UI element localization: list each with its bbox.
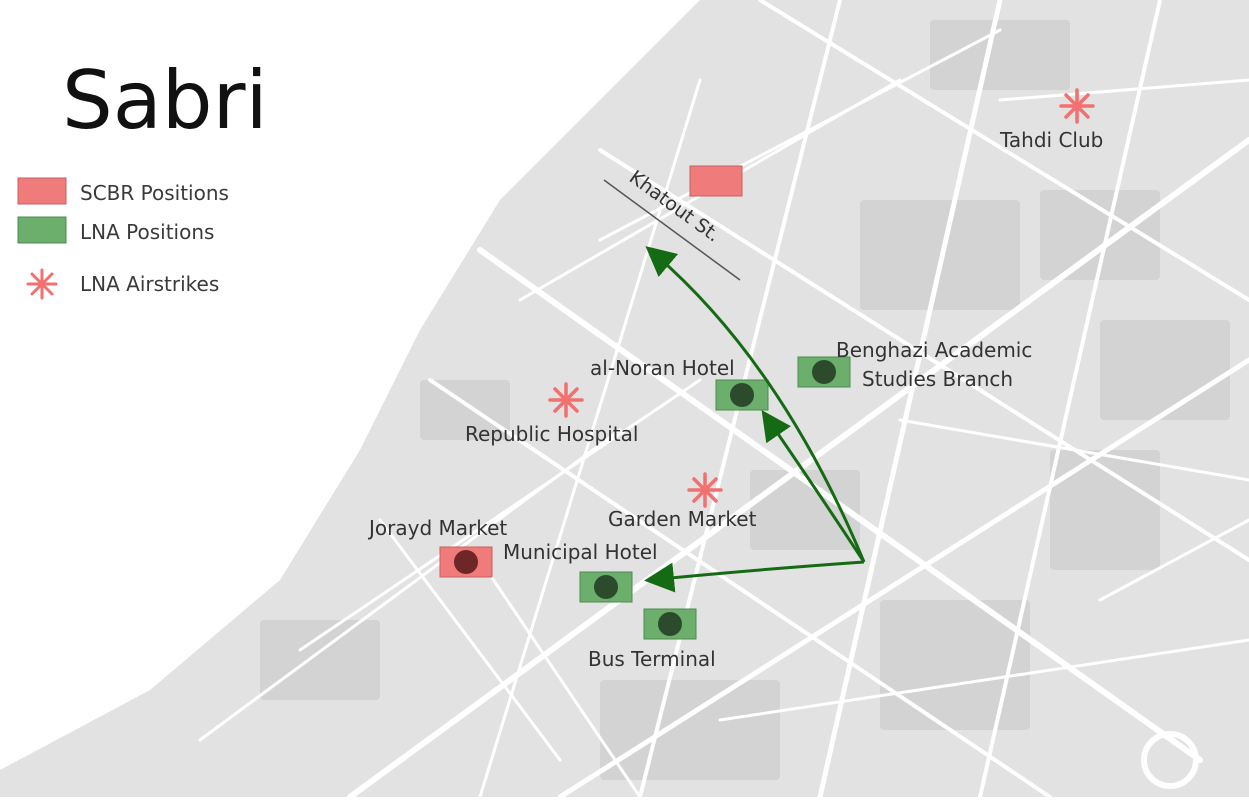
label-jorayd-market: Jorayd Market bbox=[367, 516, 507, 540]
label-municipal-hotel: Municipal Hotel bbox=[503, 540, 658, 564]
label-noran-hotel: al-Noran Hotel bbox=[590, 356, 735, 380]
legend-lna-swatch bbox=[17, 216, 67, 244]
arrow-to-noran bbox=[761, 410, 866, 563]
scbr-position-north bbox=[689, 165, 743, 197]
scbr-position-jorayd bbox=[439, 546, 493, 578]
roundabout bbox=[1141, 731, 1199, 789]
legend-airstrike-label: LNA Airstrikes bbox=[80, 272, 219, 296]
legend: SCBR Positions LNA Positions LNA Airstri… bbox=[17, 177, 229, 300]
legend-airstrike-icon bbox=[26, 268, 58, 300]
label-republic-hospital: Republic Hospital bbox=[465, 422, 638, 446]
legend-scbr-swatch bbox=[17, 177, 67, 205]
label-tahdi-club: Tahdi Club bbox=[999, 128, 1103, 152]
arrow-to-north bbox=[645, 246, 866, 563]
khatout-street-line bbox=[603, 179, 741, 281]
lna-position-noran bbox=[715, 379, 769, 411]
map-title: Sabri bbox=[62, 54, 268, 147]
arrow-to-municipal bbox=[644, 560, 865, 593]
coastal-road bbox=[0, 0, 694, 760]
label-benghazi-line1: Benghazi Academic bbox=[836, 338, 1032, 362]
advance-arrows bbox=[644, 246, 866, 593]
label-bus-terminal: Bus Terminal bbox=[588, 647, 716, 671]
lna-position-municipal bbox=[579, 571, 633, 603]
airstrike-garden bbox=[687, 472, 723, 508]
label-garden-market: Garden Market bbox=[608, 507, 757, 531]
airstrike-tahdi bbox=[1059, 88, 1095, 124]
legend-scbr-label: SCBR Positions bbox=[80, 181, 229, 205]
legend-lna-label: LNA Positions bbox=[80, 220, 214, 244]
lna-position-benghazi bbox=[797, 356, 851, 388]
label-benghazi-line2: Studies Branch bbox=[862, 367, 1013, 391]
lna-position-bus bbox=[643, 608, 697, 640]
airstrike-republic bbox=[548, 382, 584, 418]
